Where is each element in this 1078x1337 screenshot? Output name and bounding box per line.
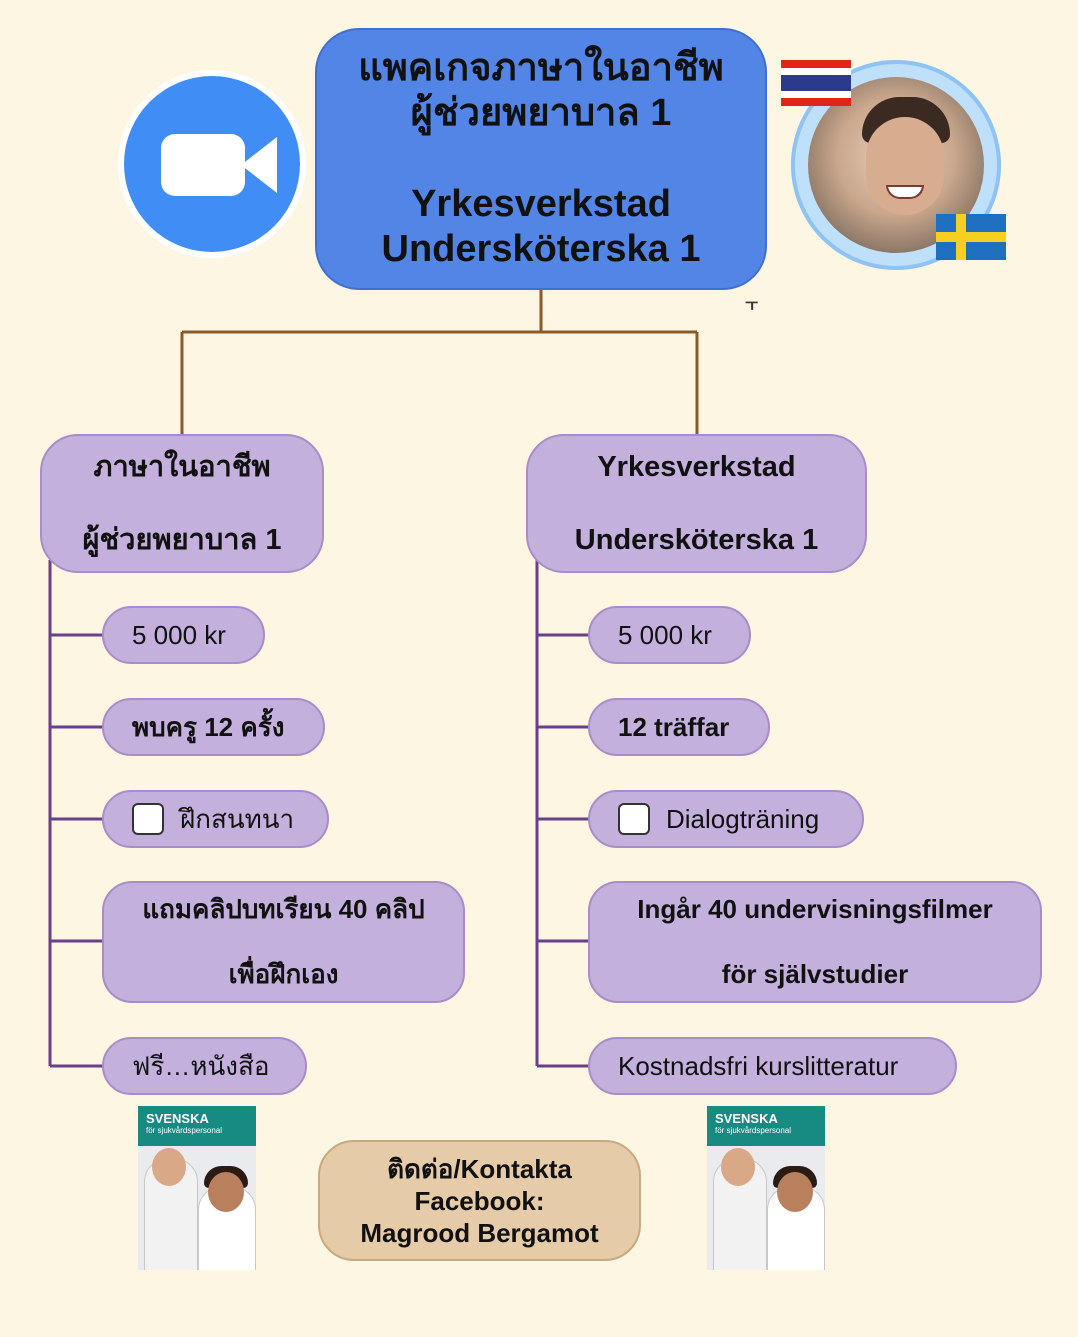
- branch-thai-title-2: ผู้ช่วยพยาบาล 1: [83, 504, 282, 577]
- book-subtitle: för sjukvårdspersonal: [715, 1126, 817, 1136]
- contact-line-1: ติดต่อ/Kontakta: [387, 1153, 572, 1185]
- right-item-films[interactable]: Ingår 40 undervisningsfilmer för självst…: [588, 881, 1042, 1003]
- left-item-price-text: 5 000 kr: [132, 620, 226, 651]
- sweden-flag-icon: [936, 214, 1006, 260]
- root-node[interactable]: แพคเกจภาษาในอาชีพ ผู้ช่วยพยาบาล 1 Yrkesv…: [315, 28, 767, 290]
- root-title-thai-2: ผู้ช่วยพยาบาล 1: [411, 91, 672, 136]
- checkbox-icon[interactable]: [132, 803, 164, 835]
- left-item-book-text: ฟรี…หนังสือ: [132, 1046, 269, 1087]
- collapse-toggle-icon[interactable]: ⫟: [745, 290, 758, 316]
- book-title: SVENSKA: [146, 1112, 248, 1126]
- root-title-thai-1: แพคเกจภาษาในอาชีพ: [358, 46, 724, 91]
- contact-line-3: Magrood Bergamot: [360, 1217, 598, 1249]
- branch-thai-title-1: ภาษาในอาชีพ: [93, 431, 270, 504]
- zoom-logo-icon: [118, 70, 306, 258]
- branch-swedish-title-1: Yrkesverkstad: [597, 431, 795, 504]
- left-item-clips-line2: เพื่อฝึกเอง: [229, 942, 339, 1007]
- thailand-flag-icon: [781, 60, 851, 106]
- left-item-clips[interactable]: แถมคลิปบทเรียน 40 คลิป เพื่อฝึกเอง: [102, 881, 465, 1003]
- book-cover-right: SVENSKA för sjukvårdspersonal: [707, 1106, 825, 1270]
- left-item-book[interactable]: ฟรี…หนังสือ: [102, 1037, 307, 1095]
- left-item-price[interactable]: 5 000 kr: [102, 606, 265, 664]
- right-item-films-line1: Ingår 40 undervisningsfilmer: [637, 877, 992, 942]
- right-item-price[interactable]: 5 000 kr: [588, 606, 751, 664]
- left-item-dialogue[interactable]: ฝึกสนทนา: [102, 790, 329, 848]
- left-item-meetings[interactable]: พบครู 12 ครั้ง: [102, 698, 325, 756]
- book-cover-left: SVENSKA för sjukvårdspersonal: [138, 1106, 256, 1270]
- left-item-dialogue-text: ฝึกสนทนา: [180, 799, 294, 840]
- root-title-swedish-2: Undersköterska 1: [382, 227, 701, 272]
- root-title-swedish-1: Yrkesverkstad: [411, 182, 671, 227]
- branch-swedish[interactable]: Yrkesverkstad Undersköterska 1: [526, 434, 867, 573]
- right-item-dialogue[interactable]: Dialogträning: [588, 790, 864, 848]
- left-item-meetings-text: พบครู 12 ครั้ง: [132, 707, 284, 748]
- contact-line-2: Facebook:: [414, 1185, 544, 1217]
- checkbox-icon[interactable]: [618, 803, 650, 835]
- branch-thai[interactable]: ภาษาในอาชีพ ผู้ช่วยพยาบาล 1: [40, 434, 324, 573]
- book-title: SVENSKA: [715, 1112, 817, 1126]
- right-item-films-line2: för självstudier: [722, 942, 908, 1007]
- book-subtitle: för sjukvårdspersonal: [146, 1126, 248, 1136]
- right-item-book-text: Kostnadsfri kurslitteratur: [618, 1051, 898, 1082]
- left-item-clips-line1: แถมคลิปบทเรียน 40 คลิป: [142, 877, 424, 942]
- contact-node[interactable]: ติดต่อ/Kontakta Facebook: Magrood Bergam…: [318, 1140, 641, 1261]
- branch-swedish-title-2: Undersköterska 1: [575, 504, 818, 577]
- right-item-meetings[interactable]: 12 träffar: [588, 698, 770, 756]
- right-item-book[interactable]: Kostnadsfri kurslitteratur: [588, 1037, 957, 1095]
- right-item-dialogue-text: Dialogträning: [666, 804, 819, 835]
- video-camera-icon: [161, 134, 245, 196]
- right-item-price-text: 5 000 kr: [618, 620, 712, 651]
- right-item-meetings-text: 12 träffar: [618, 712, 729, 743]
